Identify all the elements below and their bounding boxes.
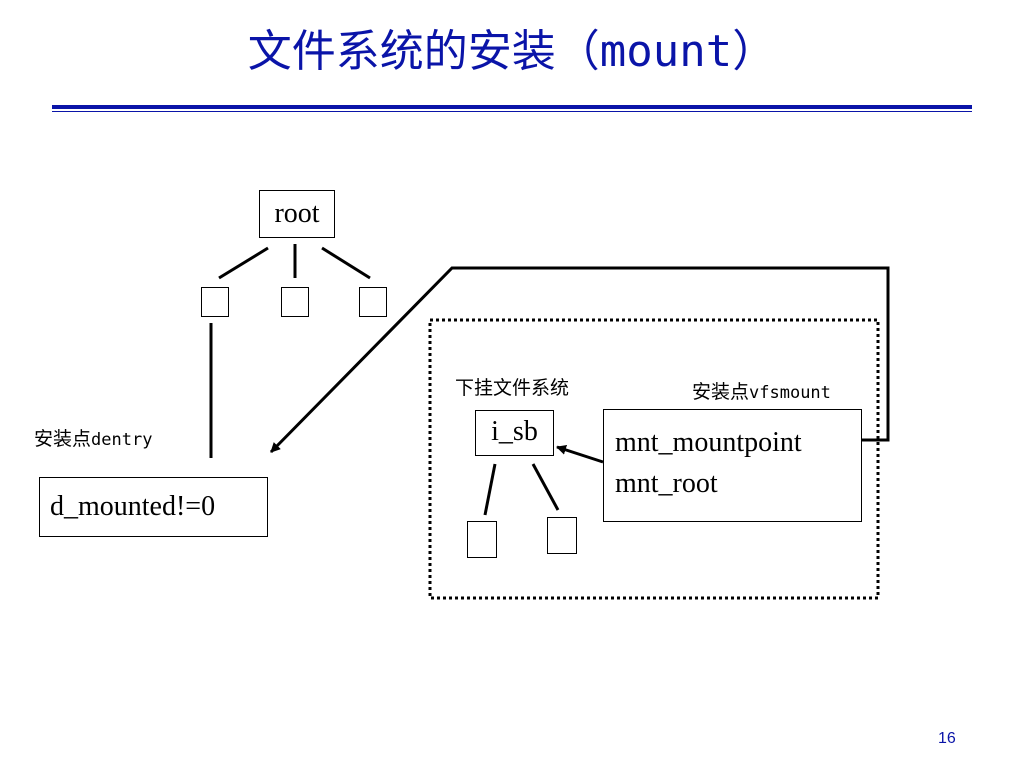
sb-branch-right	[531, 463, 560, 511]
slide-title: 文件系统的安装（mount）	[0, 22, 1024, 82]
dentry-label: 安装点dentry	[34, 424, 152, 451]
vfsmount-field-root: mnt_root	[615, 468, 718, 499]
page-number: 16	[938, 730, 956, 747]
sb-branch-left	[483, 463, 497, 516]
vfsmount-field-mountpoint: mnt_mountpoint	[615, 427, 802, 458]
title-text-close: ）	[732, 26, 777, 77]
superblock-node: i_sb	[475, 410, 554, 456]
vfsmount-box: mnt_mountpoint mnt_root	[603, 409, 862, 522]
mounted-fs-boundary	[428, 318, 880, 600]
sb-child-right	[547, 517, 577, 554]
root-node: root	[259, 190, 335, 238]
title-rule-thin	[52, 111, 972, 112]
vfsmount-label-cn: 安装点	[692, 381, 750, 403]
child-node-left	[201, 287, 229, 317]
root-branch-left	[218, 246, 269, 280]
child-node-middle	[281, 287, 309, 317]
child-node-right	[359, 287, 387, 317]
vfsmount-label-code: vfsmount	[749, 383, 831, 403]
title-text-cn: 文件系统的安装（	[247, 26, 600, 77]
vfsmount-label: 安装点vfsmount	[692, 377, 831, 404]
dentry-label-cn: 安装点	[34, 428, 92, 450]
dentry-label-code: dentry	[91, 430, 153, 450]
sb-child-left	[467, 521, 497, 558]
title-text-code: mount	[599, 26, 733, 77]
root-branch-right	[321, 246, 371, 280]
mounted-fs-label: 下挂文件系统	[455, 377, 570, 399]
mnt-root-arrow	[556, 445, 604, 464]
mountpoint-arrow	[269, 266, 890, 454]
dentry-box: d_mounted!=0	[39, 477, 268, 537]
title-rule-thick	[52, 105, 972, 109]
